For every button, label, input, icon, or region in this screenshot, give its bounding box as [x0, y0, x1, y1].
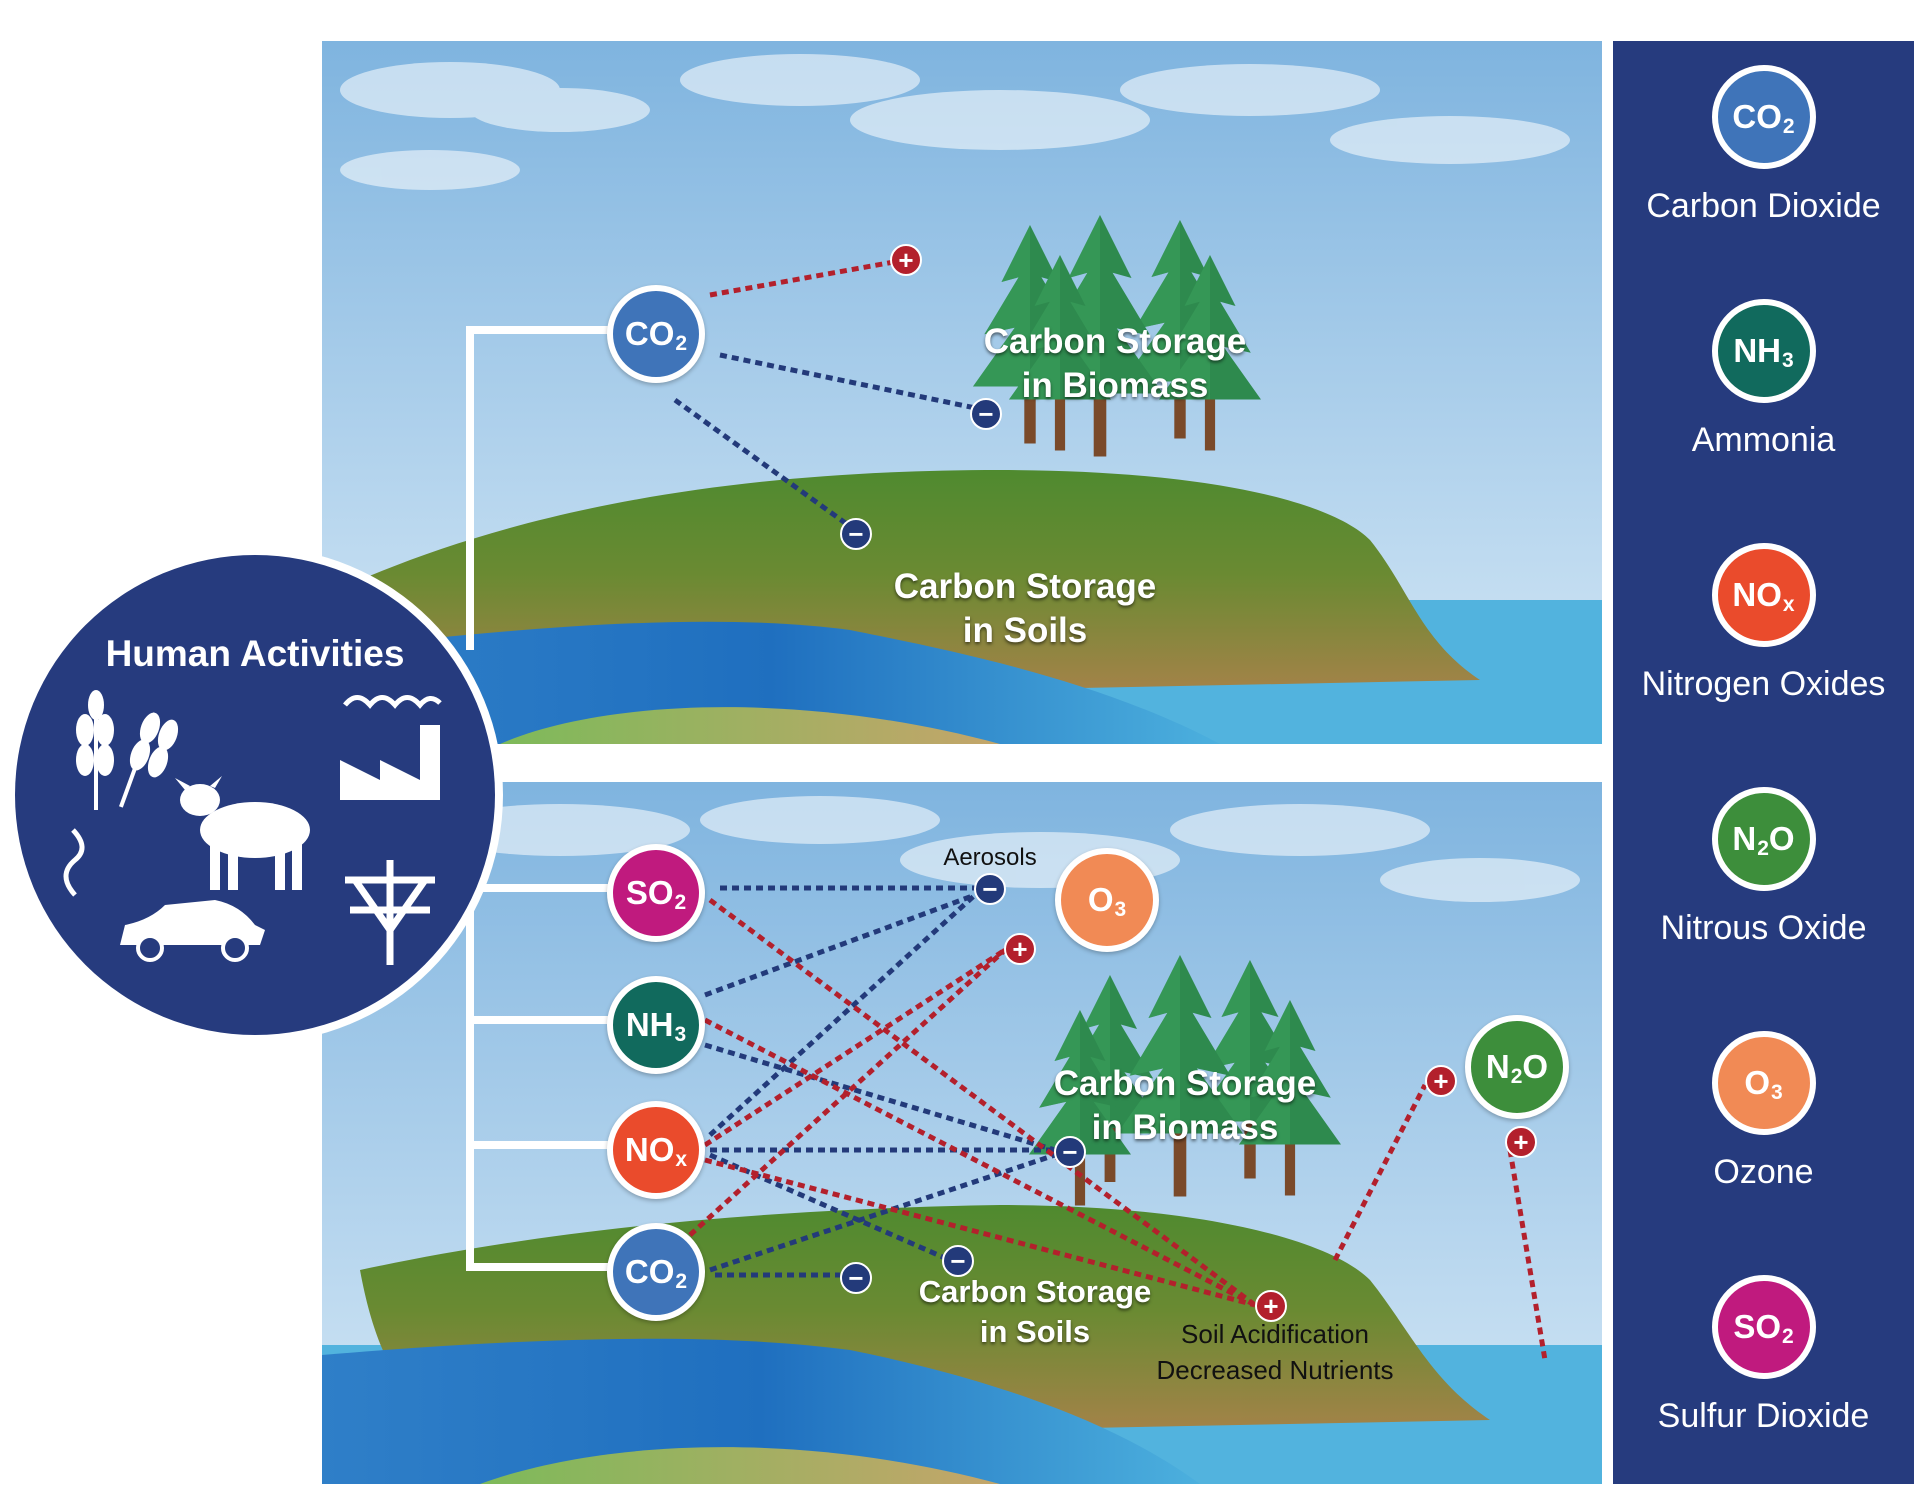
top-minus-sign-biomass: −	[970, 398, 1002, 430]
node-formula-sub: x	[675, 1148, 688, 1171]
human-activities-circle	[7, 547, 503, 1043]
bottom-soils-label: Carbon Storage in Soils	[880, 1272, 1190, 1352]
bottom-biomass-label: Carbon Storage in Biomass	[1000, 1062, 1370, 1150]
ozone-plus-sign: +	[1004, 933, 1036, 965]
legend-formula-tail: O	[1768, 820, 1795, 857]
car-icon	[63, 828, 265, 962]
node-formula-sub: 3	[1114, 898, 1127, 921]
bottom-panel	[322, 782, 1602, 1484]
legend-formula: CO	[1732, 98, 1782, 135]
node-formula-tail: O	[1522, 1048, 1549, 1085]
legend-label: Ozone	[1713, 1153, 1814, 1191]
legend-formula-sub: x	[1782, 593, 1795, 616]
node-formula-sub: 3	[674, 1023, 687, 1046]
top-soils-line-2: in Soils	[962, 611, 1088, 650]
legend-formula-sub: 2	[1782, 115, 1795, 138]
legend-formula: NH	[1733, 332, 1781, 369]
bottom-soils-line-1: Carbon Storage	[918, 1274, 1152, 1309]
bottom-biomass-line-2: in Biomass	[1091, 1108, 1279, 1147]
legend-label: Sulfur Dioxide	[1657, 1397, 1870, 1435]
legend-formula: O	[1744, 1064, 1770, 1101]
node-formula: CO	[624, 1253, 675, 1290]
legend-label: Carbon Dioxide	[1646, 187, 1881, 225]
cow-icon	[175, 776, 310, 890]
node-formula: N	[1485, 1048, 1510, 1085]
legend-label: Ammonia	[1691, 421, 1836, 459]
legend-formula: N	[1732, 820, 1757, 857]
node-formula-sub: 2	[1510, 1065, 1523, 1088]
aerosol-minus-sign: −	[974, 873, 1006, 905]
n2o-plus-sign-2: +	[1505, 1126, 1537, 1158]
wheat-icon	[76, 690, 179, 810]
soil-minus-sign-2: −	[840, 1262, 872, 1294]
legend-formula: SO	[1733, 1308, 1781, 1345]
legend-formula-sub: 3	[1781, 349, 1794, 372]
bottom-biomass-line-1: Carbon Storage	[1053, 1064, 1317, 1103]
node-formula-sub: 2	[674, 891, 687, 914]
top-soils-line-1: Carbon Storage	[893, 567, 1157, 606]
factory-icon	[340, 695, 442, 800]
human-activities-title: Human Activities	[105, 633, 405, 674]
node-formula: NH	[625, 1006, 674, 1043]
top-biomass-line-1: Carbon Storage	[983, 322, 1247, 361]
bottom-soils-line-2: in Soils	[979, 1314, 1091, 1349]
node-formula: NO	[624, 1131, 675, 1168]
soil-minus-sign-1: −	[942, 1245, 974, 1277]
top-biomass-line-2: in Biomass	[1021, 366, 1209, 405]
legend-label: Nitrogen Oxides	[1641, 665, 1886, 703]
legend-formula-sub: 2	[1757, 837, 1769, 860]
soil-acidification-text: Soil Acidification	[1181, 1319, 1369, 1349]
soil-effects-label: Soil Acidification Decreased Nutrients	[1110, 1316, 1440, 1388]
top-soils-label: Carbon Storage in Soils	[855, 565, 1195, 653]
node-formula: O	[1087, 881, 1114, 918]
legend-formula-sub: 2	[1782, 1325, 1794, 1348]
connector-lines	[466, 326, 610, 1271]
top-plus-sign: +	[890, 244, 922, 276]
n2o-plus-sign-1: +	[1425, 1065, 1457, 1097]
clouds	[340, 54, 1570, 190]
legend-label: Nitrous Oxide	[1660, 909, 1867, 947]
top-biomass-label: Carbon Storage in Biomass	[930, 320, 1300, 408]
decreased-nutrients-text: Decreased Nutrients	[1156, 1355, 1394, 1385]
biomass-minus-sign: −	[1054, 1136, 1086, 1168]
acidification-plus-sign: +	[1255, 1290, 1287, 1322]
node-formula: SO	[625, 874, 674, 911]
legend-formula: NO	[1732, 576, 1782, 613]
legend-formula-sub: 3	[1770, 1081, 1783, 1104]
top-panel	[322, 41, 1602, 744]
power-tower-icon	[345, 860, 435, 965]
aerosols-label: Aerosols	[943, 844, 1037, 871]
node-formula-sub: 2	[675, 332, 688, 355]
top-minus-sign-soils: −	[840, 518, 872, 550]
node-formula: CO	[624, 315, 675, 352]
node-formula-sub: 2	[675, 1270, 688, 1293]
